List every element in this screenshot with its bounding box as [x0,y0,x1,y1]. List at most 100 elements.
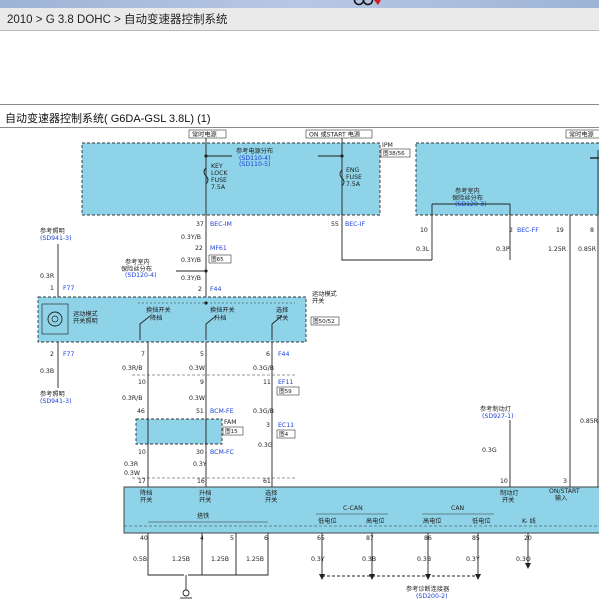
junction-dot [204,269,208,273]
pin-7: 7 [141,351,145,358]
tcm-select-2: 开关 [265,496,277,504]
lamp-label-2: 开关照明 [73,317,98,325]
junction-dot [204,154,208,158]
switch-select-icon [271,315,283,340]
ipm-fuse-box-right [415,142,599,216]
breadcrumb[interactable]: 2010 > G 3.8 DOHC > 自动变速器控制系统 [7,14,228,26]
on-start-power-box [305,129,373,139]
fam-label: FAM [224,419,237,426]
pin-6-b: 6 [264,535,268,542]
pin-16: 16 [197,478,205,485]
f44-bottom-label[interactable]: F44 [278,351,289,358]
pin-10-brake: 10 [500,478,508,485]
indoor-fuse-left-3[interactable]: (SD120-4) [125,272,157,279]
pin-8: 8 [590,227,594,234]
tcm-high-1: 高电位 [366,517,385,525]
junction-dot [204,301,208,305]
switch-down-icon [139,315,151,340]
lighting-bottom-1: 参考照明 [40,390,65,398]
tcm-low-2: 低电位 [472,517,491,525]
fuse-eng-line3: 7.5A [346,181,361,188]
pin-51: 51 [196,408,204,415]
wire-03gb-1: 0.3G/B [253,365,274,372]
fuse-key-lock-line1: KEY [211,163,223,170]
normal-power-label-2: 常时电源 [569,131,594,139]
pin-22: 22 [195,245,203,252]
sport-mode-ref[interactable]: 图50/52 [313,317,335,325]
tcm-module [123,486,599,534]
wire-03rb-1: 0.3R/B [122,365,142,372]
sport-mode-label-1: 运动模式 [312,290,337,298]
ec11-ref-box [276,429,296,439]
breadcrumb-bar [0,8,599,31]
f77-top-label[interactable]: F77 [63,285,74,292]
ipm-ref-box [380,148,411,158]
pin-61: 61 [263,478,271,485]
wire-03r-b: 0.3R [124,461,139,468]
fuse-eng-line1: ENG [346,167,360,174]
wire-03w-3: 0.3W [124,470,140,477]
tcm-high-2: 高电位 [423,517,442,525]
fam-ref[interactable]: 图15 [225,427,238,435]
wire-037yb-1: 0.3Y/B [181,234,201,241]
wire-03b-c: 0.3B [417,556,431,563]
fuse-key-lock-symbol [203,167,209,185]
ef11-ref-box [276,386,300,396]
sport-mode-switch-module [37,296,307,343]
diag-connector-ref-2[interactable]: (SD200-2) [416,593,448,600]
pin-5: 5 [200,351,204,358]
wire-05b: 0.5B [133,556,147,563]
tcm-start-1: ON/START [549,488,580,495]
f77-bottom-label[interactable]: F77 [63,351,74,358]
ec11-ref[interactable]: 图4 [279,430,289,438]
tcm-c-can: C-CAN [343,505,363,512]
bec-im-label[interactable]: BEC-IM [210,221,232,228]
wire-03rb-2: 0.3R/B [122,395,142,402]
sport-mode-label-2: 开关 [312,297,324,305]
tcm-brake-2: 开关 [502,496,514,504]
mf61-ref-box [208,254,232,264]
wire-03w-2: 0.3W [189,395,205,402]
mf61-label[interactable]: MF61 [210,245,227,252]
ipm-ref[interactable]: 图38/56 [383,149,405,157]
power-dist-ref-1: 参考电源分布 [236,147,273,155]
ground-symbol-icon [180,589,192,599]
fuse-key-lock-line4: 7.5A [211,184,226,191]
ec11-label[interactable]: EC11 [278,422,294,429]
switch-up-icon [205,315,217,340]
bec-if-label[interactable]: BEC-IF [345,221,366,228]
pin-3-start: 3 [563,478,567,485]
tcm-down-2: 开关 [140,496,152,504]
lighting-top-2[interactable]: (SD941-3) [40,235,72,242]
brake-ref-2[interactable]: (SD927-1) [482,413,514,420]
bcm-fe-label[interactable]: BCM-FE [210,408,234,415]
brake-ref-1: 参考制动灯 [480,405,511,413]
lamp-bracket [41,303,69,335]
sw-up-2: 升档 [214,314,226,322]
bcm-fc-label[interactable]: BCM-FC [210,449,234,456]
tcm-can: CAN [451,505,465,512]
pin-10-ipm: 10 [420,227,428,234]
tcm-up-2: 开关 [199,496,211,504]
pin-40: 40 [140,535,148,542]
tcm-low-1: 低电位 [318,517,337,525]
sw-down-1: 换挡开关 [146,306,171,314]
indoor-fuse-ref-r3[interactable]: (SD120-3) [455,201,487,208]
mf61-ref[interactable]: 图65 [211,255,224,263]
ef11-label[interactable]: EF11 [278,379,293,386]
bec-ff-label[interactable]: BEC-FF [517,227,539,234]
ef11-ref[interactable]: 图59 [279,387,292,395]
power-dist-ref-2[interactable]: (SD110-4) [239,155,271,162]
wire-03b-left: 0.3B [40,368,54,375]
junction-dot [340,154,344,158]
pin-2-f77: 2 [50,351,54,358]
fuse-eng-symbol [339,169,345,187]
fam-box [135,418,223,445]
power-dist-ref-3[interactable]: (SD110-5) [239,161,271,168]
lighting-bottom-2[interactable]: (SD941-3) [40,398,72,405]
pin-65: 65 [317,535,325,542]
f44-top-label[interactable]: F44 [210,286,221,293]
tcm-start-2: 输入 [555,494,567,502]
wire-03p: 0.3P [496,246,510,253]
pin-10-a: 10 [138,379,146,386]
